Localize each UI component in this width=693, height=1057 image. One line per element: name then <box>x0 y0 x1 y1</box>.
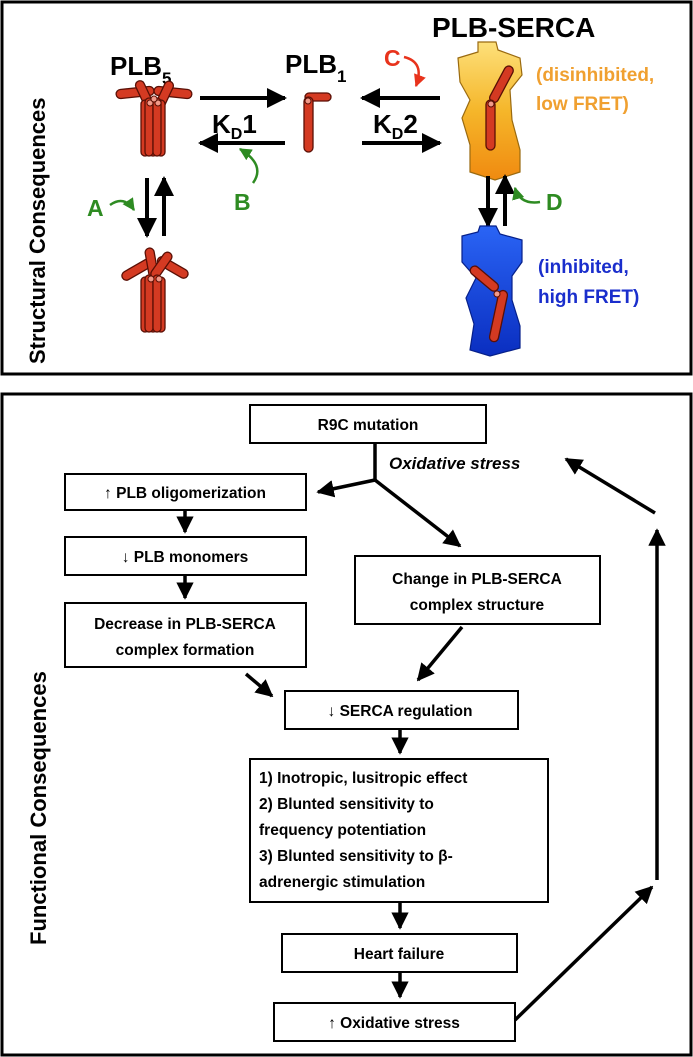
box-plb-monomers: ↓ PLB monomers <box>64 536 307 576</box>
disinhibited-label-1: (disinhibited, <box>536 65 654 86</box>
svg-text:1) Inotropic, lusitropic effec: 1) Inotropic, lusitropic effect <box>259 770 467 787</box>
plb1-title: PLB1 <box>285 49 346 86</box>
box-physiological-effects: 1) Inotropic, lusitropic effect 2) Blunt… <box>249 758 549 903</box>
plb1-monomer-icon <box>303 92 332 153</box>
label-c: C <box>384 45 401 71</box>
serca-disinhibited-icon <box>457 41 523 181</box>
flow-arrows <box>176 443 666 1022</box>
svg-text:Decrease in PLB-SERCA: Decrease in PLB-SERCA <box>94 616 276 633</box>
svg-text:↑ PLB oligomerization: ↑ PLB oligomerization <box>104 485 266 502</box>
plb5-pentamer-alt-icon <box>121 247 189 333</box>
svg-text:R9C mutation: R9C mutation <box>318 417 419 434</box>
svg-text:↓ SERCA regulation: ↓ SERCA regulation <box>328 703 473 720</box>
plb5-title: PLB5 <box>110 51 171 88</box>
box-plb-oligomerization: ↑ PLB oligomerization <box>64 473 307 511</box>
svg-text:↓ PLB monomers: ↓ PLB monomers <box>122 549 249 566</box>
svg-text:↑ Oxidative stress: ↑ Oxidative stress <box>328 1015 460 1032</box>
kd2-label: KD2 <box>373 109 418 143</box>
d-green-arrow <box>512 186 541 204</box>
b-green-arrow <box>238 147 259 184</box>
svg-text:3) Blunted sensitivity to β-: 3) Blunted sensitivity to β- <box>259 848 453 865</box>
svg-text:complex formation: complex formation <box>116 642 255 659</box>
a-green-arrow <box>109 197 136 212</box>
svg-text:adrenergic stimulation: adrenergic stimulation <box>259 874 425 891</box>
plb5-pentamer-icon <box>115 80 193 157</box>
svg-text:frequency potentiation: frequency potentiation <box>259 822 426 839</box>
label-b: B <box>234 189 251 215</box>
serca-inhibited-icon <box>461 225 523 357</box>
functional-side-label: Functional Consequences <box>26 671 51 945</box>
inhibited-label-2: high FRET) <box>538 287 639 308</box>
plb-serca-title: PLB-SERCA <box>432 12 595 43</box>
disinhibited-label-2: low FRET) <box>536 94 629 115</box>
svg-text:complex structure: complex structure <box>410 597 545 614</box>
inhibited-label-1: (inhibited, <box>538 257 629 278</box>
label-d: D <box>546 189 563 215</box>
svg-text:2) Blunted sensitivity to: 2) Blunted sensitivity to <box>259 796 434 813</box>
box-oxidative-stress: ↑ Oxidative stress <box>273 1002 516 1042</box>
svg-text:Change in PLB-SERCA: Change in PLB-SERCA <box>392 571 562 588</box>
box-r9c-mutation: R9C mutation <box>249 404 487 444</box>
structural-panel <box>0 0 693 376</box>
box-decrease-complex-formation: Decrease in PLB-SERCA complex formation <box>64 602 307 668</box>
svg-text:Heart failure: Heart failure <box>354 946 445 963</box>
kd1-label: KD1 <box>212 109 257 143</box>
box-serca-regulation: ↓ SERCA regulation <box>284 690 519 730</box>
structural-side-label: Structural Consequences <box>25 97 50 364</box>
label-a: A <box>87 195 104 221</box>
box-change-complex-structure: Change in PLB-SERCA complex structure <box>354 555 601 625</box>
oxidative-stress-italic: Oxidative stress <box>389 454 520 473</box>
c-red-arrow <box>403 55 426 88</box>
box-heart-failure: Heart failure <box>281 933 518 973</box>
